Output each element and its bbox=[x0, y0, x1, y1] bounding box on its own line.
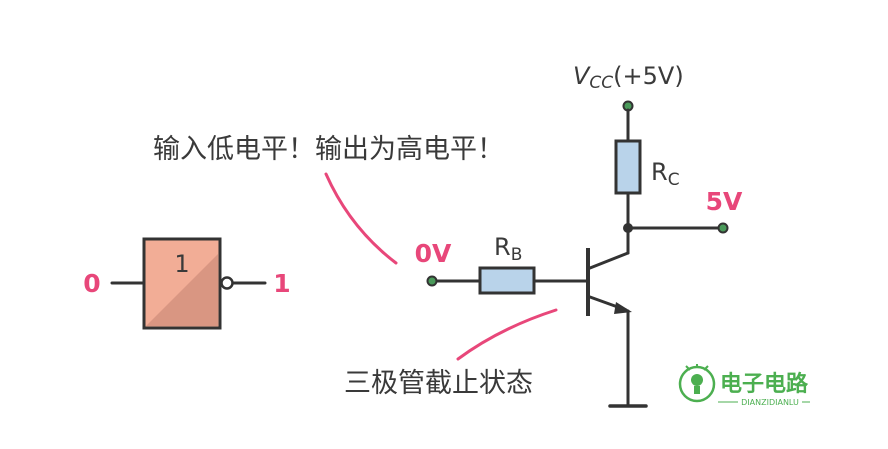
gate-output-label: 1 bbox=[273, 269, 290, 298]
resistor-rc bbox=[614, 139, 642, 195]
output-terminal bbox=[717, 222, 729, 234]
gate-body-shade bbox=[146, 254, 218, 326]
logo-pinyin: DIANZIDIANLU bbox=[741, 398, 799, 407]
gate-inversion-bubble bbox=[220, 276, 234, 290]
logo-name: 电子电路 bbox=[720, 371, 809, 397]
gate-input-label: 0 bbox=[83, 269, 100, 298]
vcc-label: VCC(+5V) bbox=[573, 62, 684, 93]
rb-label: RB bbox=[494, 233, 522, 265]
gate-symbol: 1 bbox=[174, 250, 189, 278]
not-gate: 1 0 1 bbox=[83, 237, 291, 330]
note-bottom-pointer bbox=[456, 308, 558, 361]
input-voltage-label: 0V bbox=[415, 239, 452, 268]
note-top-pointer bbox=[324, 172, 398, 265]
transistor-circuit: VCC(+5V) RC 5V 0V RB bbox=[415, 62, 743, 408]
resistor-rb bbox=[478, 266, 536, 295]
input-terminal bbox=[426, 275, 438, 287]
transistor-collector bbox=[588, 251, 630, 270]
note-input-low-output-high: 输入低电平！输出为高电平！ bbox=[153, 134, 504, 165]
note-transistor-cutoff: 三极管截止状态 bbox=[344, 368, 533, 399]
output-voltage-label: 5V bbox=[706, 187, 743, 216]
logo: 电子电路 DIANZIDIANLU bbox=[678, 364, 810, 407]
rc-label: RC bbox=[651, 158, 680, 190]
